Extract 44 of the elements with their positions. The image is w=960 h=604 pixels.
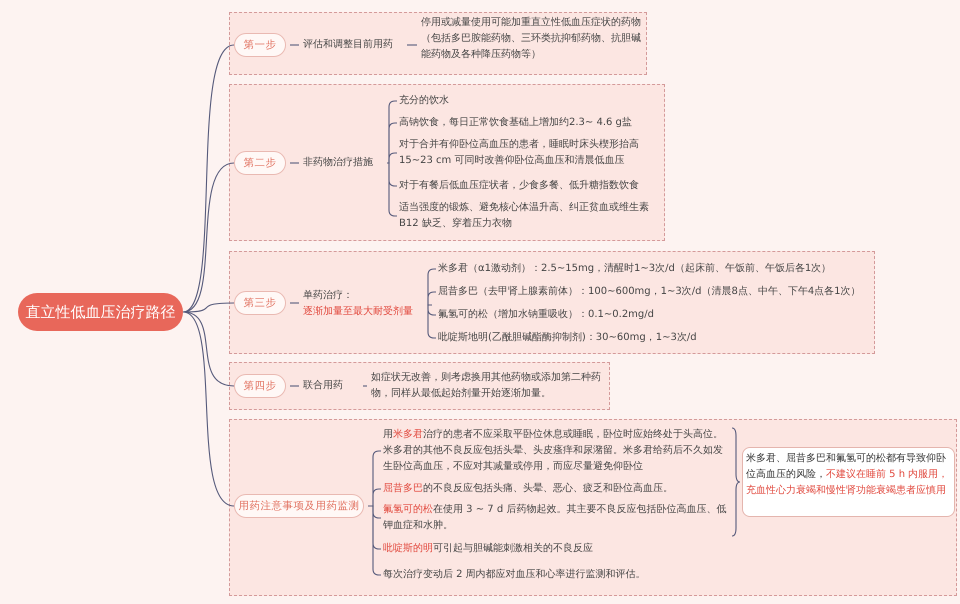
branch-text: 氟氢可的松（增加水钠重吸收）：0.1~0.2mg/d: [438, 307, 874, 323]
connector-line: [363, 385, 367, 387]
branch-text: 非药物治疗措施: [303, 155, 383, 171]
dashed-panel: [229, 362, 610, 410]
branch-text: 充分的饮水: [399, 93, 659, 109]
dashed-panel: [229, 84, 665, 241]
connector-line: [290, 302, 299, 304]
branch-text: 屈昔多巴（去甲肾上腺素前体）：100~600mg，1~3次/d（清晨8点、中午、下午4点各1次）: [438, 284, 874, 300]
branch-text: 评估和调整目前用药: [303, 37, 403, 53]
branch-text: 每次治疗变动后 2 周内都应对血压和心率进行监测和评估。: [383, 567, 728, 583]
branch-text: 米多君（α1激动剂）：2.5~15mg，清醒时1~3次/d（起床前、午饭前、午饭后各1次）: [438, 261, 874, 277]
connector-line: [290, 162, 299, 164]
connector-line: [182, 162, 234, 313]
step-pill: 第四步: [234, 374, 286, 398]
branch-text: 适当强度的锻炼、避免核心体温升高、纠正贫血或维生素 B12 缺乏、穿着压力衣物: [399, 200, 661, 232]
branch-text: 氟氢可的松在使用 3 ~ 7 d 后药物起效。其主要不良反应包括卧位高血压、低钾血症和水肿。: [383, 502, 728, 534]
branch-text: 对于合并有仰卧位高血压的患者，睡眠时床头楔形抬高 15~23 cm 可同时改善仰卧位高血压和清晨低血压: [399, 137, 661, 169]
branch-text: 高钠饮食，每日正常饮食基础上增加约2.3~ 4.6 g盐: [399, 115, 661, 131]
connector-line: [182, 312, 234, 507]
step-pill: 第一步: [234, 33, 286, 57]
dashed-panel: [229, 12, 647, 75]
branch-text: 吡啶斯的明可引起与胆碱能刺激相关的不良反应: [383, 541, 728, 557]
connector-line: [182, 311, 234, 387]
dashed-panel: [229, 251, 875, 354]
branch-text: 联合用药: [303, 378, 359, 394]
root-topic: 直立性低血压治疗路径: [18, 293, 183, 331]
step-pill: 用药注意事项及用药监测: [234, 494, 364, 518]
connector-line: [290, 44, 299, 46]
branch-text: 如症状无改善，则考虑换用其他药物或添加第二种药物，同样从最低起始剂量开始逐渐加量。: [371, 370, 607, 402]
branch-text: 逐渐加量至最大耐受剂量: [303, 304, 413, 319]
branch-text: 屈昔多巴的不良反应包括头痛、头晕、恶心、疲乏和卧位高血压。: [383, 481, 728, 497]
connector-line: [290, 385, 299, 387]
step-pill: 第三步: [234, 291, 286, 315]
branch-text: 停用或减量使用可能加重直立性低血压症状的药物（包括多巴胺能药物、三环类抗抑郁药物、抗胆碱能药物及各种降压药物等）: [421, 15, 645, 71]
connector-line: [387, 152, 397, 164]
branch-text: 单药治疗：: [303, 288, 353, 303]
branch-text: 吡啶斯地明(乙酰胆碱酯酶抑制剂)：30~60mg，1~3次/d: [438, 330, 874, 346]
branch-text: 用米多君治疗的患者不应采取平卧位休息或睡眠，卧位时应始终处于头高位。米多君的其他不良反应包括头晕、头皮瘙痒和尿潴留。米多君给药后不久如发生卧位高血压，不应对其减量或停用，而应尽量避免仰卧位: [383, 427, 728, 475]
step-pill: 第二步: [234, 151, 286, 175]
connector-line: [427, 291, 436, 306]
branch-text: 对于有餐后低血压症状者，少食多餐、低升糖指数饮食: [399, 178, 661, 194]
dashed-panel: [229, 419, 957, 596]
connector-line: [407, 44, 417, 46]
summary-box: 米多君、屈昔多巴和氟氢可的松都有导致仰卧位高血压的风险，不建议在睡前 5 h 内服用，充血性心力衰竭和慢性肾功能衰竭患者应慎用: [742, 447, 955, 517]
